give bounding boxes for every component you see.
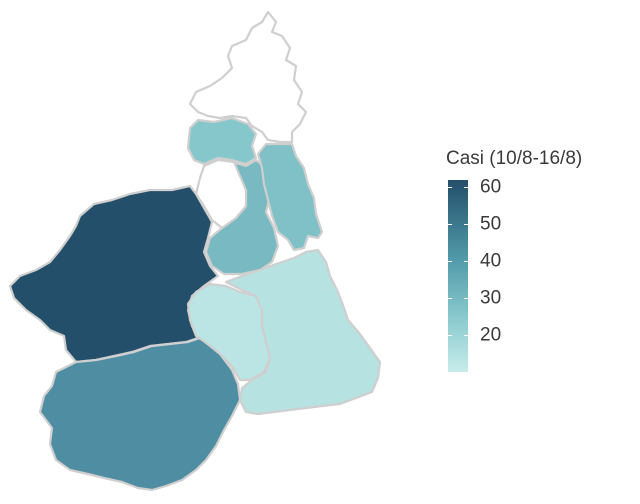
province-torino[interactable] <box>8 184 220 364</box>
legend: Casi (10/8-16/8) 60 50 40 30 20 <box>446 148 636 388</box>
legend-tick-mark <box>464 261 468 263</box>
legend-tick-label: 40 <box>480 250 502 272</box>
legend-tick-mark <box>448 261 452 263</box>
province-biella[interactable] <box>186 116 258 166</box>
province-cuneo[interactable] <box>38 336 242 492</box>
legend-tick-mark <box>448 298 452 300</box>
legend-tick-mark <box>448 187 452 189</box>
legend-tick-label: 50 <box>480 213 502 235</box>
legend-tick-mark <box>464 335 468 337</box>
legend-tick-mark <box>464 224 468 226</box>
legend-ticks: 60 50 40 30 20 <box>446 148 636 388</box>
legend-colorbar <box>448 180 468 372</box>
province-alessandria[interactable] <box>224 248 382 416</box>
legend-tick-mark <box>464 298 468 300</box>
province-novara[interactable] <box>256 142 324 252</box>
legend-tick-label: 20 <box>480 324 502 346</box>
legend-tick-mark <box>448 335 452 337</box>
province-verbano-cusio-ossola[interactable] <box>188 10 308 144</box>
legend-tick-mark <box>464 187 468 189</box>
legend-tick-mark <box>448 224 452 226</box>
legend-tick-label: 30 <box>480 287 502 309</box>
legend-title: Casi (10/8-16/8) <box>446 148 583 169</box>
legend-tick-label: 60 <box>480 176 502 198</box>
